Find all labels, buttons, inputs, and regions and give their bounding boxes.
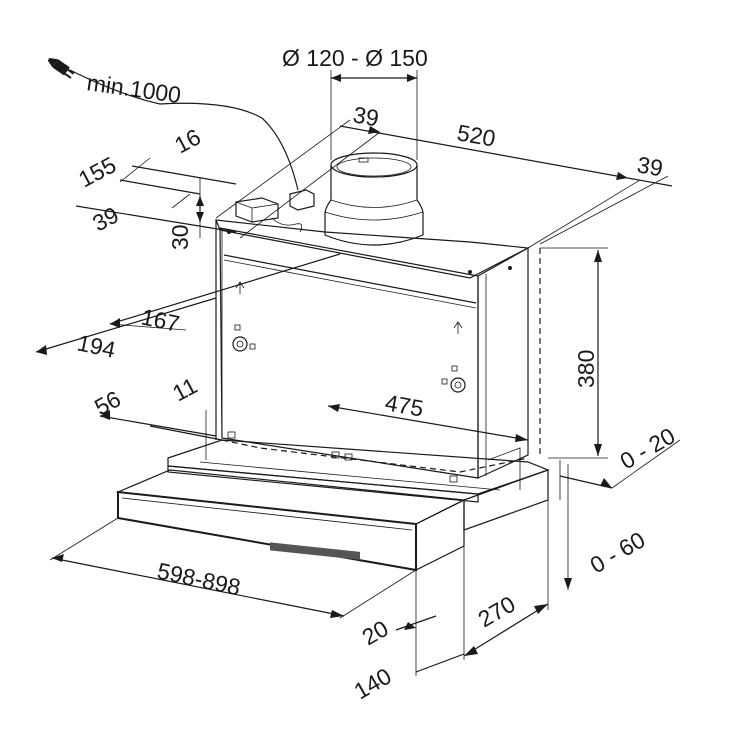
panel-symbols — [227, 230, 512, 393]
hood-body — [215, 219, 531, 479]
label-side-16: 16 — [170, 123, 205, 158]
label-side-155: 155 — [74, 151, 120, 192]
label-height-30: 30 — [167, 224, 193, 250]
lock-icon — [441, 378, 448, 385]
up-arrow-icon — [453, 321, 463, 334]
label-front-20: 20 — [358, 615, 393, 650]
label-width-top: 520 — [455, 119, 497, 151]
duct-collar — [324, 152, 424, 246]
electrical-connection — [69, 69, 315, 233]
label-right-offset: 39 — [635, 151, 665, 181]
lock-icon — [451, 365, 458, 372]
dimension-lines — [35, 70, 681, 676]
label-range-0-20: 0 - 20 — [616, 422, 680, 474]
label-cable-length: min.1000 — [85, 69, 182, 108]
label-top-offset: 39 — [351, 101, 381, 131]
plug-icon — [47, 58, 75, 79]
label-side-39: 39 — [88, 201, 123, 236]
label-side-56: 56 — [90, 385, 125, 420]
label-duct-diameter: Ø 120 - Ø 150 — [282, 45, 428, 71]
lock-icon — [234, 324, 241, 331]
dimension-labels: Ø 120 - Ø 150 min.1000 39 520 39 155 16 … — [74, 45, 679, 704]
label-height-380: 380 — [573, 350, 599, 388]
label-side-11: 11 — [168, 372, 201, 406]
sliding-visor — [115, 431, 550, 572]
label-depth-167: 167 — [139, 303, 182, 336]
label-width-range: 598-898 — [155, 557, 243, 600]
label-depth-194: 194 — [75, 329, 118, 362]
label-range-0-60: 0 - 60 — [586, 526, 650, 578]
label-depth-140: 140 — [350, 663, 396, 705]
lock-icon — [249, 343, 256, 350]
